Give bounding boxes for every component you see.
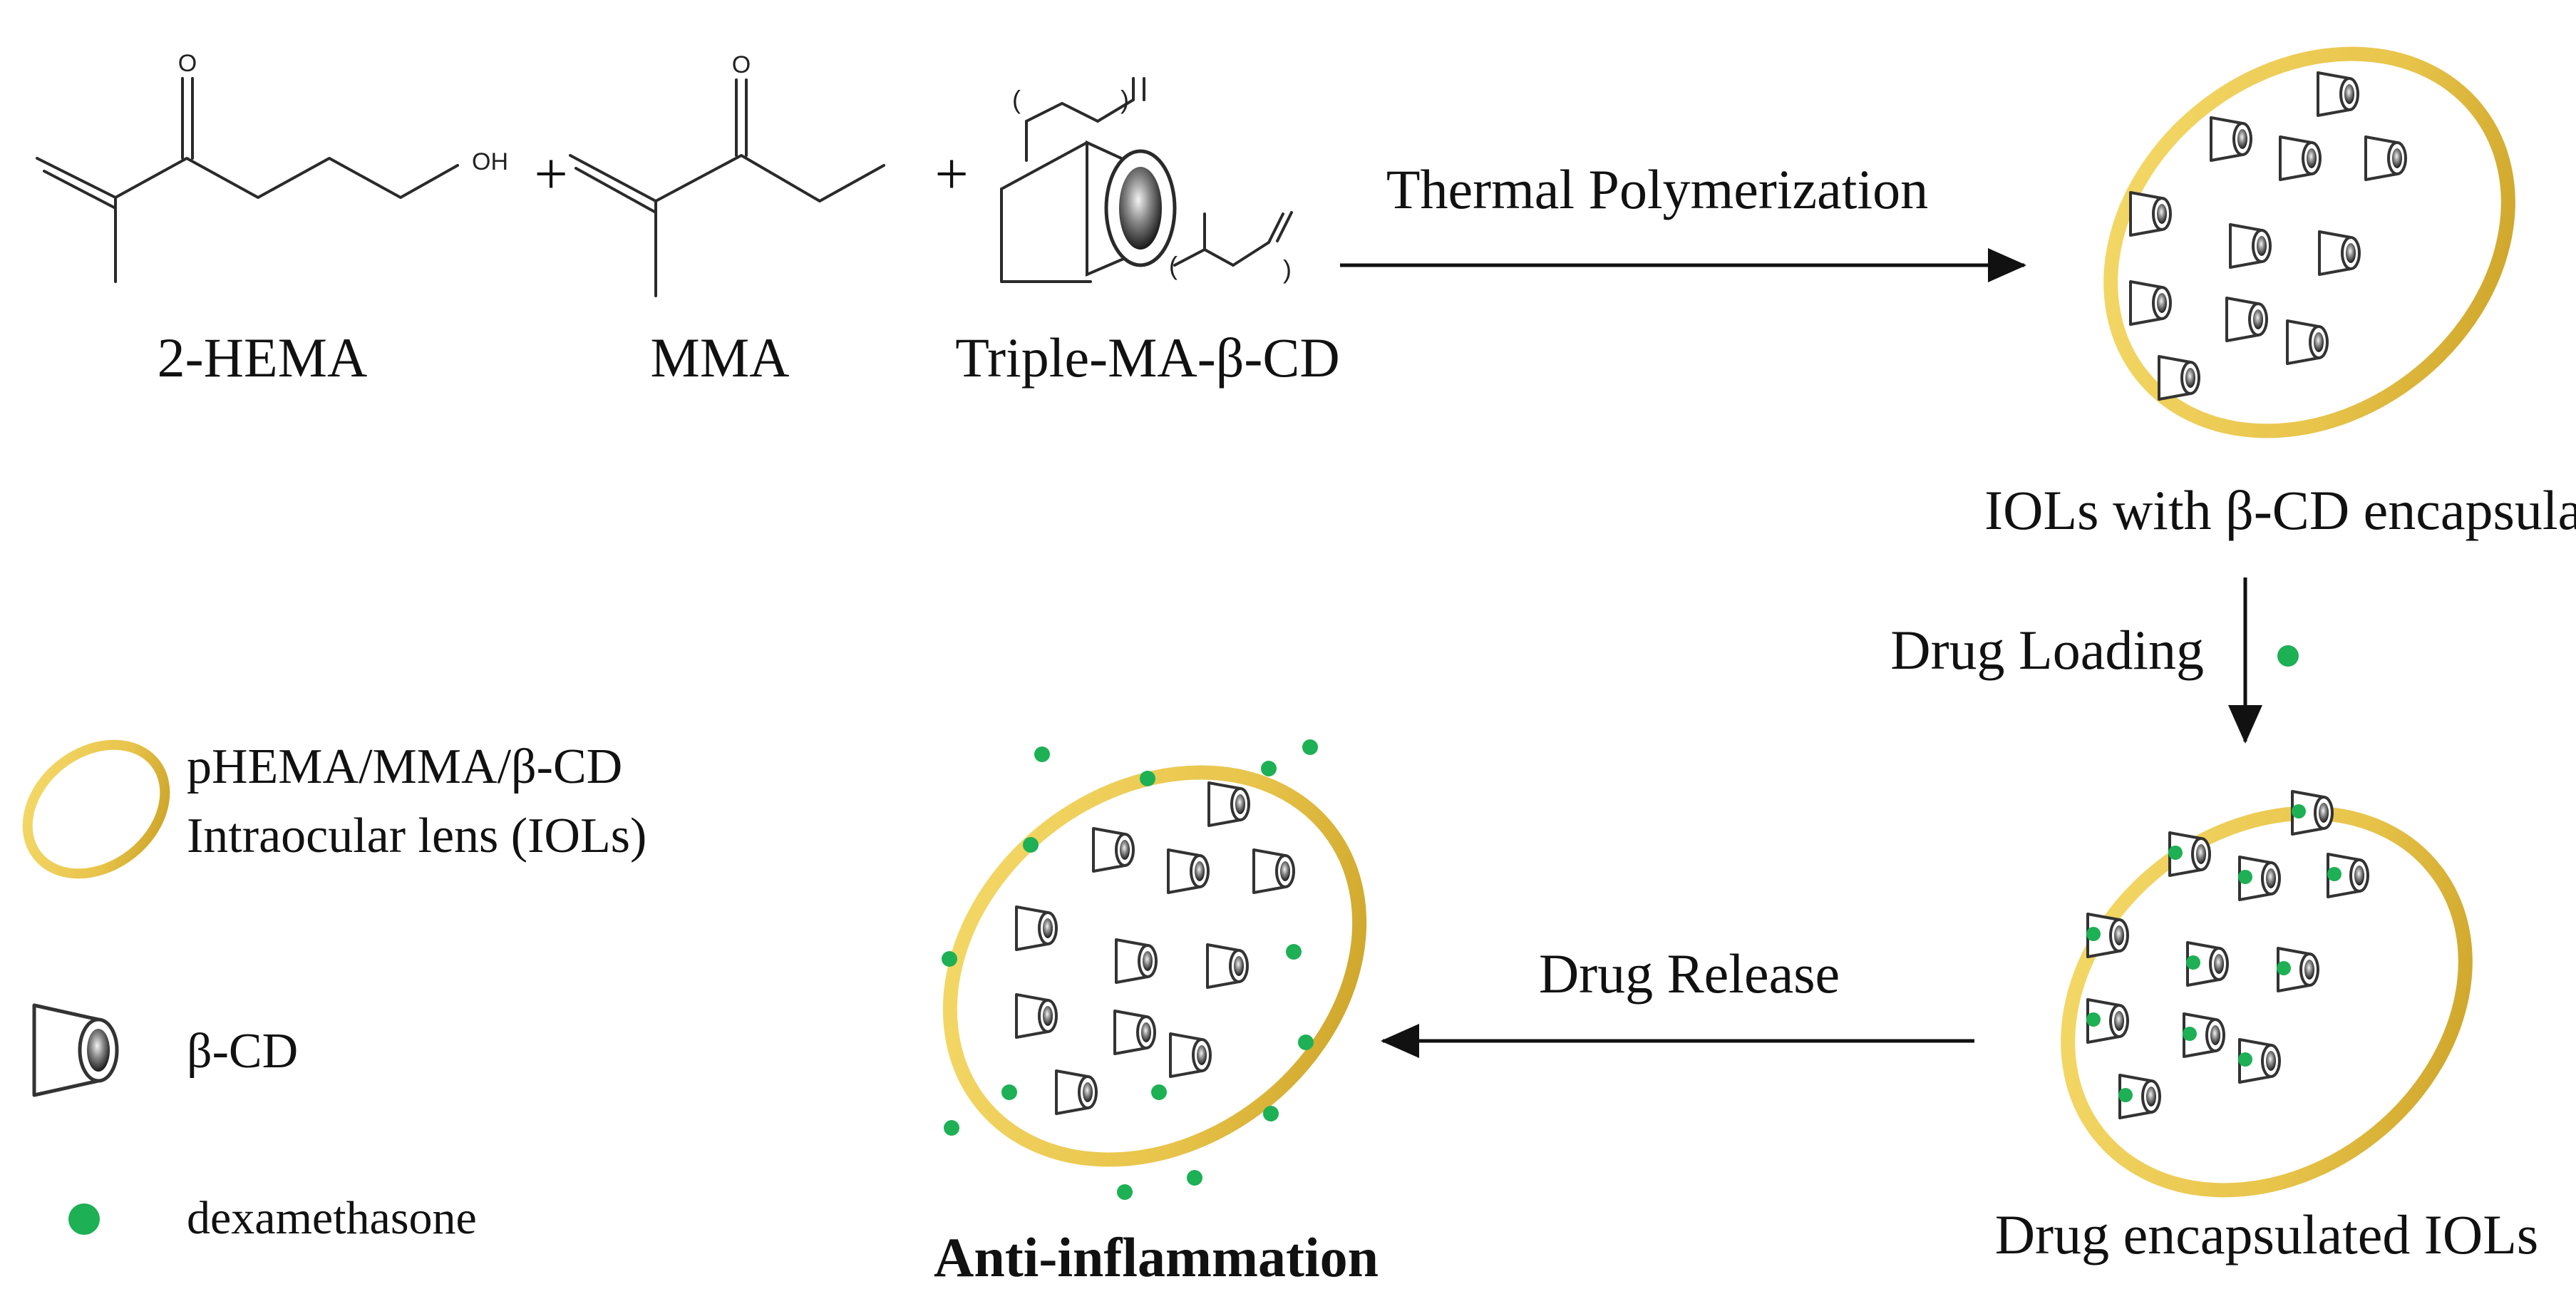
drug-loading-label: Drug Loading bbox=[1890, 619, 2204, 681]
legend-cd-label: β-CD bbox=[187, 1024, 298, 1079]
encapsulated-drug-dot bbox=[2238, 1052, 2252, 1067]
cd-icon bbox=[1207, 781, 1250, 827]
plus-sign-2: + bbox=[934, 141, 968, 207]
encapsulated-drug-dot bbox=[2086, 927, 2101, 941]
iol-cd-label: IOLs with β-CD encapsulator bbox=[1984, 479, 2576, 541]
cd-bracket-close-top: ) bbox=[1120, 85, 1129, 114]
encapsulated-drug-dot bbox=[2292, 804, 2306, 818]
released-drug-dot bbox=[1117, 1184, 1133, 1200]
encapsulated-drug-dot bbox=[2086, 1012, 2101, 1027]
legend-drug-dot bbox=[68, 1203, 100, 1235]
released-drug-dot bbox=[942, 951, 957, 967]
encapsulated-drug-dot bbox=[2183, 1027, 2197, 1041]
mma-structure: O bbox=[569, 51, 885, 297]
released-drug-dot bbox=[1023, 837, 1039, 853]
released-drug-dot bbox=[1261, 761, 1277, 776]
drug-encapsulated-label: Drug encapsulated IOLs bbox=[1995, 1203, 2538, 1266]
legend-iol-line2: Intraocular lens (IOLs) bbox=[187, 808, 646, 863]
cd-icon bbox=[1252, 848, 1295, 894]
hema-oh-label: OH bbox=[472, 148, 508, 175]
cd-icon bbox=[1015, 905, 1058, 951]
cd-icon bbox=[2129, 191, 2172, 237]
cd-icon bbox=[2364, 135, 2407, 181]
legend-cd-icon bbox=[32, 1003, 119, 1097]
encapsulated-drug-dot bbox=[2118, 1088, 2133, 1102]
plus-sign-1: + bbox=[534, 141, 567, 207]
hema-structure: O OH bbox=[36, 50, 508, 283]
released-drug-dot bbox=[1001, 1084, 1017, 1100]
cd-icon bbox=[2286, 319, 2329, 365]
cd-bracket-open-top: ( bbox=[1012, 85, 1021, 114]
released-drug-dot bbox=[1263, 1106, 1279, 1121]
lens-cd-encapsulator bbox=[2103, 46, 2515, 438]
cd-icon bbox=[2279, 135, 2322, 181]
cd-icon bbox=[1167, 848, 1210, 894]
legend: pHEMA/MMA/β-CD Intraocular lens (IOLs) β… bbox=[22, 739, 646, 1244]
released-drug-dots bbox=[942, 739, 1318, 1200]
cd-icon bbox=[1206, 943, 1249, 989]
encapsulated-drug-dot bbox=[2238, 870, 2252, 884]
released-drug-dot bbox=[1286, 944, 1302, 960]
cd-icon bbox=[1169, 1032, 1212, 1078]
cd-icon bbox=[2229, 223, 2272, 269]
released-drug-dot bbox=[1151, 1084, 1167, 1100]
released-drug-dot bbox=[1302, 739, 1318, 755]
cd-bracket-open-bottom: ( bbox=[1169, 251, 1178, 280]
anti-inflammation-label: Anti-inflammation bbox=[934, 1226, 1379, 1288]
encapsulated-drug-dot bbox=[2327, 867, 2341, 881]
released-drug-dot bbox=[1034, 746, 1050, 762]
loading-drug-dot bbox=[2277, 645, 2299, 667]
encapsulated-drug-dot bbox=[2277, 961, 2291, 975]
lens-drug-encapsulated bbox=[2061, 790, 2473, 1198]
cd-icon bbox=[2129, 280, 2172, 326]
legend-iol-line1: pHEMA/MMA/β-CD bbox=[187, 739, 622, 794]
drug-release-label: Drug Release bbox=[1539, 943, 1840, 1005]
triple-ma-cd-label: Triple-MA-β-CD bbox=[955, 327, 1340, 389]
legend-drug-label: dexamethasone bbox=[187, 1192, 477, 1244]
encapsulated-drug-dot bbox=[2168, 846, 2183, 860]
mma-o-label: O bbox=[732, 51, 751, 78]
released-drug-dot bbox=[1140, 771, 1155, 786]
mma-label: MMA bbox=[650, 327, 789, 389]
encapsulated-drug-dot bbox=[2186, 955, 2200, 970]
legend-lens-icon bbox=[22, 739, 170, 879]
cd-icon bbox=[2158, 355, 2200, 401]
cd-icon bbox=[1115, 938, 1158, 984]
released-drug-dot bbox=[1298, 1035, 1314, 1050]
released-drug-dot bbox=[1187, 1170, 1202, 1186]
hema-label: 2-HEMA bbox=[158, 327, 368, 389]
hema-o-label: O bbox=[178, 50, 197, 77]
cd-icon bbox=[1113, 1010, 1156, 1055]
triple-ma-cd-structure: ( ) ( ) bbox=[1000, 77, 1293, 284]
cd-icon bbox=[1092, 827, 1135, 873]
released-drug-dot bbox=[944, 1120, 959, 1136]
cd-bracket-close-bottom: ) bbox=[1283, 255, 1292, 284]
lens-anti-inflammation bbox=[942, 765, 1367, 1167]
cd-icon bbox=[2225, 297, 2268, 342]
cd-icon bbox=[1055, 1069, 1098, 1115]
cd-icon bbox=[1015, 993, 1058, 1039]
cd-icon bbox=[2317, 71, 2359, 117]
cd-icon bbox=[2318, 230, 2361, 276]
cd-icon bbox=[2210, 116, 2252, 162]
thermal-polymerization-label: Thermal Polymerization bbox=[1386, 158, 1928, 220]
